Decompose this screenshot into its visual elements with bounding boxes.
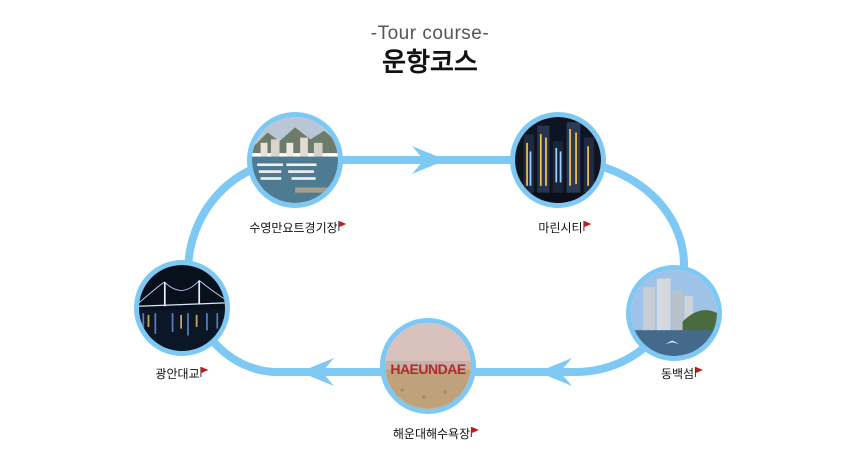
stop-label-haeundae: 해운대해수욕장 <box>392 425 480 442</box>
beach-sign: HAEUNDAE <box>390 361 466 377</box>
arrow-right-icon <box>412 146 446 174</box>
arrow-left-icon <box>538 358 572 386</box>
flag-icon <box>583 221 592 231</box>
photo-gwangan-bridge <box>134 260 230 356</box>
stop-label-dongbaek: 동백섬 <box>660 365 704 382</box>
flag-icon <box>338 221 347 231</box>
route-path <box>183 156 689 376</box>
photo-suyeong-marina <box>247 112 343 208</box>
stop-label-gwangan: 광안대교 <box>155 365 209 382</box>
stop-label-text: 마린시티 <box>538 221 583 235</box>
stop-label-text: 수영만요트경기장 <box>249 221 338 235</box>
page-title: 운항코스 <box>382 48 478 78</box>
photo-dongbaek-island <box>626 265 722 361</box>
flag-icon <box>471 427 480 437</box>
flag-icon <box>695 367 704 377</box>
page-subtitle: -Tour course- <box>370 23 490 44</box>
stop-label-text: 해운대해수욕장 <box>392 427 471 441</box>
stop-label-marine: 마린시티 <box>538 219 592 236</box>
stop-label-suyeong: 수영만요트경기장 <box>249 219 347 236</box>
stop-label-text: 광안대교 <box>155 367 200 381</box>
stop-label-text: 동백섬 <box>660 367 695 381</box>
flag-icon <box>200 367 209 377</box>
photo-marine-city <box>510 112 606 208</box>
arrow-left-icon <box>300 358 334 386</box>
photo-haeundae-beach: HAEUNDAE <box>380 318 476 414</box>
header: -Tour course- 운항코스 <box>0 22 860 80</box>
